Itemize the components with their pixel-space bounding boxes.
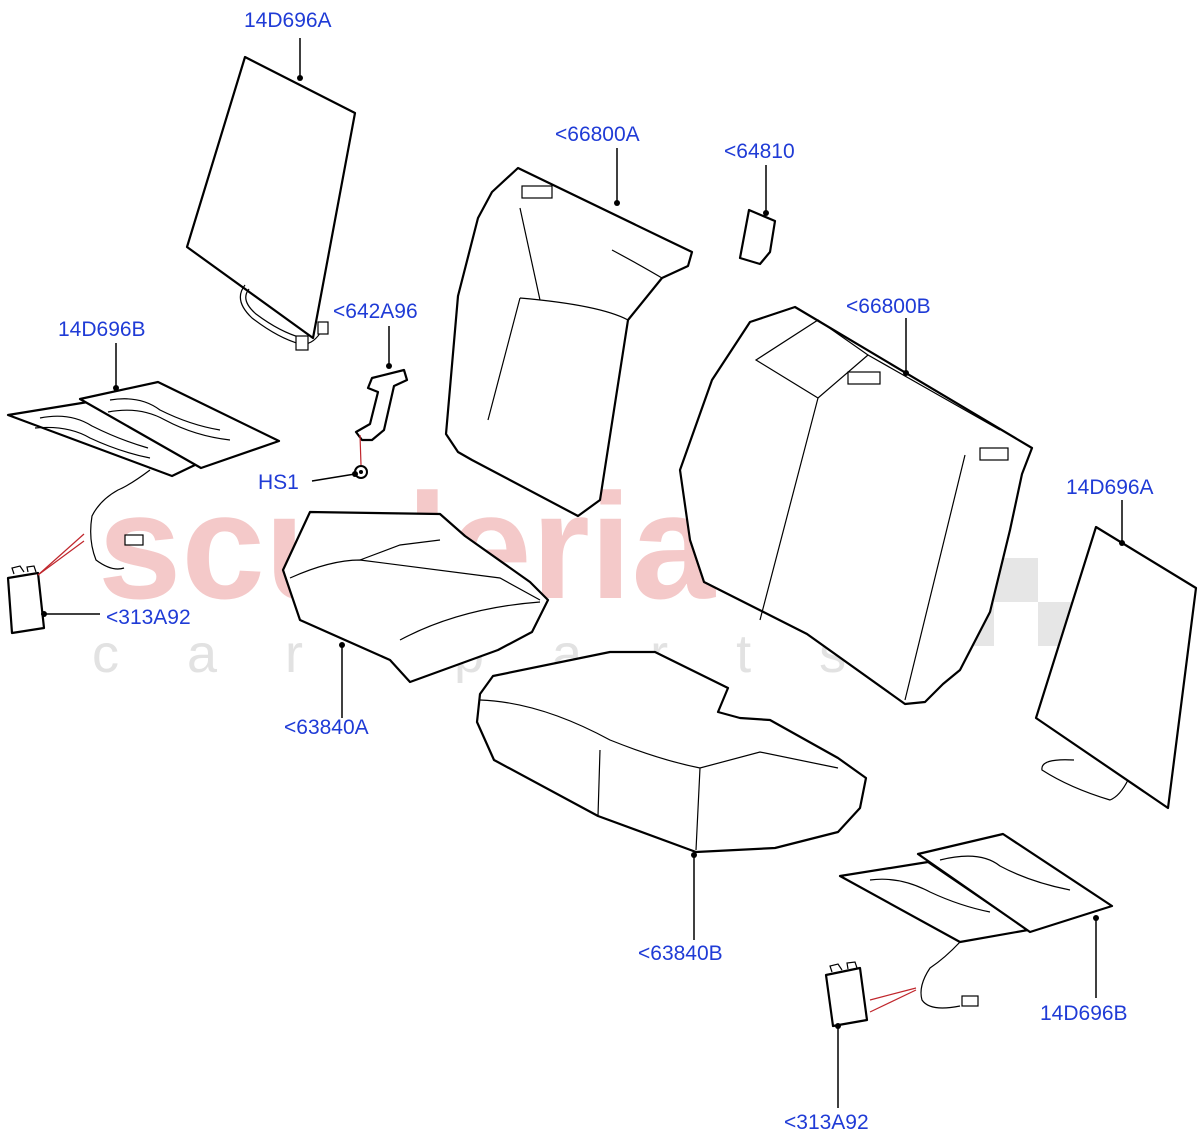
screw[interactable] (354, 465, 368, 479)
label-cover-cap[interactable]: <64810 (724, 140, 795, 163)
cushion-cover-left[interactable] (281, 510, 550, 684)
backrest-cover-right[interactable] (678, 305, 1034, 706)
leader-lines (37, 38, 1125, 1108)
cover-cap[interactable] (738, 208, 777, 266)
label-heater-pad-back-right[interactable]: 14D696A (1066, 476, 1154, 499)
label-heater-pad-back-left[interactable]: 14D696A (244, 9, 332, 32)
connector-cover-right[interactable] (824, 961, 869, 1028)
heater-pad-cushion-right[interactable] (838, 832, 1114, 1009)
label-connector-cover-right[interactable]: <313A92 (784, 1111, 869, 1134)
label-heater-pad-cushion-left[interactable]: 14D696B (58, 318, 146, 341)
connector-cover-left[interactable] (6, 565, 46, 635)
label-cushion-cover-left[interactable]: <63840A (284, 716, 369, 739)
cushion-cover-right[interactable] (475, 650, 868, 854)
label-backrest-cover-right[interactable]: <66800B (846, 295, 931, 318)
bracket[interactable] (354, 368, 409, 442)
label-heater-pad-cushion-right[interactable]: 14D696B (1040, 1002, 1128, 1025)
label-bracket[interactable]: <642A96 (333, 300, 418, 323)
heater-pad-cushion-left[interactable] (6, 380, 281, 570)
label-backrest-cover-left[interactable]: <66800A (555, 123, 640, 146)
backrest-cover-left[interactable] (444, 166, 694, 518)
heater-pad-back-left[interactable] (185, 55, 357, 351)
label-connector-cover-left[interactable]: <313A92 (106, 606, 191, 629)
heater-pad-back-right[interactable] (1034, 525, 1198, 810)
label-cushion-cover-right[interactable]: <63840B (638, 942, 723, 965)
label-screw[interactable]: HS1 (258, 471, 299, 494)
callout-labels: 14D696A 14D696B <642A96 HS1 <66800A <648… (58, 9, 1154, 1134)
